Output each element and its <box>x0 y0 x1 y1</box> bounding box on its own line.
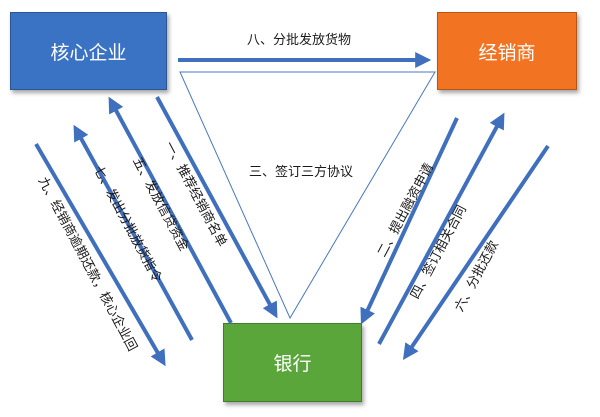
arrow-recommend-dealers <box>155 96 278 319</box>
step-8-label: 八、分批发放货物 <box>247 32 351 48</box>
core-enterprise-box: 核心企业 <box>10 12 167 90</box>
arrow-repayment <box>402 144 550 360</box>
step-9-label: 九、经销商逾期还款，核心企业回 <box>35 174 141 354</box>
arrow-sign-contract <box>377 112 505 345</box>
step-3-label: 三、签订三方协议 <box>249 164 353 180</box>
bank-label: 银行 <box>273 353 312 375</box>
step-4-label: 四、签订相关合同 <box>407 202 470 301</box>
arrow-overdue-buyback <box>34 142 166 367</box>
arrow-financing-application <box>360 117 459 325</box>
arrow-release-instruction <box>73 124 194 341</box>
dealer-label: 经销商 <box>478 41 536 64</box>
step-2-label: 二、提出融资申请 <box>374 160 437 259</box>
bank-box: 银行 <box>223 323 362 402</box>
core-enterprise-label: 核心企业 <box>50 41 127 64</box>
dealer-box: 经销商 <box>437 12 577 90</box>
arrow-release-credit <box>108 96 233 324</box>
three-party-triangle <box>179 71 436 320</box>
